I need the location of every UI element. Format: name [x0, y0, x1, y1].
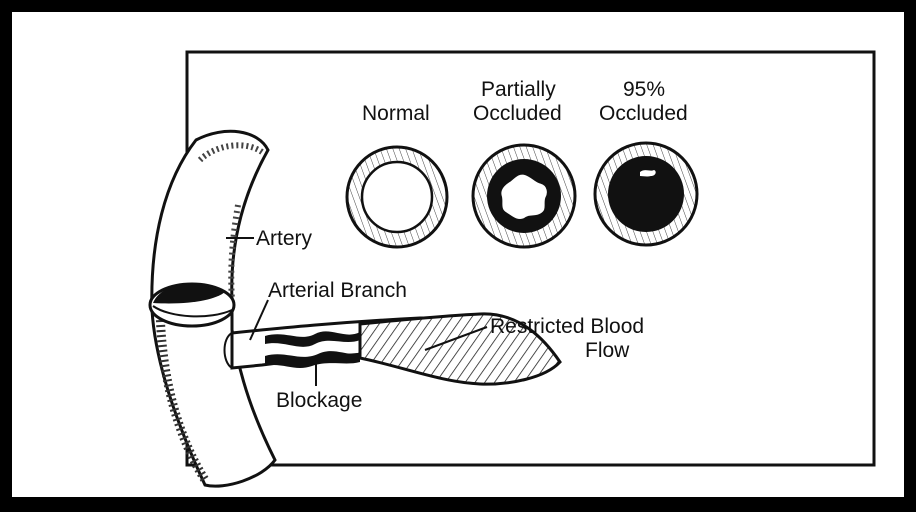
partially-occluded-label-line2: Occluded [473, 102, 562, 125]
cross-section-normal [347, 147, 447, 247]
artery-label: Artery [256, 227, 313, 250]
ninety-five-label-line2: Occluded [599, 102, 688, 125]
restricted-flow-label-line1: Restricted Blood [490, 315, 644, 338]
partially-occluded-label-line1: Partially [481, 78, 556, 101]
ninety-five-label-line1: 95% [623, 78, 665, 101]
normal-label: Normal [362, 102, 430, 125]
cross-section-95-occluded [595, 143, 697, 245]
restricted-flow-label-line2: Flow [585, 339, 630, 362]
cross-section-partially-occluded [473, 145, 575, 247]
blockage-label: Blockage [276, 389, 362, 412]
arterial-branch-label: Arterial Branch [268, 279, 407, 302]
